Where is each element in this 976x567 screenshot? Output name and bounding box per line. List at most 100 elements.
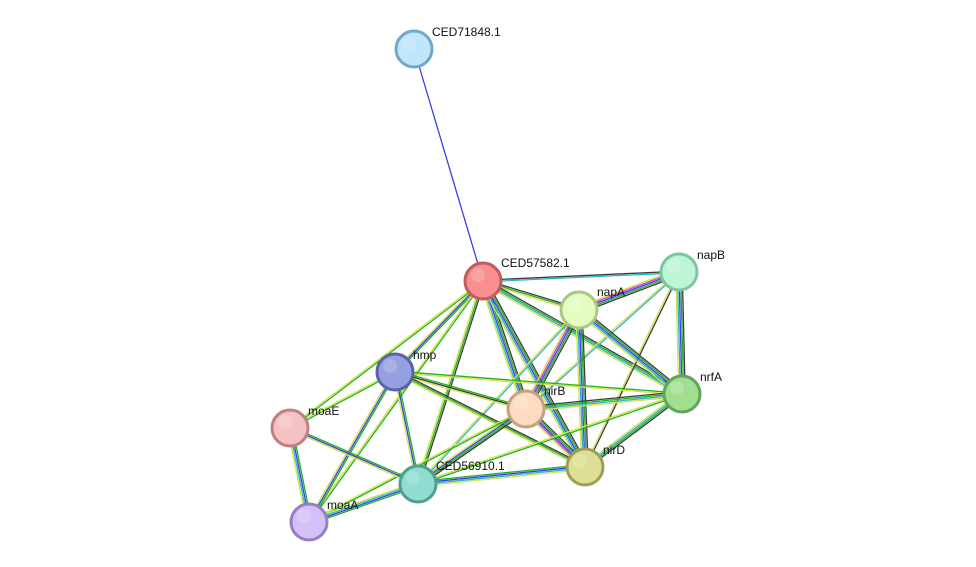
node-ced56910[interactable]: CED56910.1 [398,459,505,504]
edge-line [394,371,527,410]
edge-line [308,371,396,523]
edge-moae-ced56910[interactable] [289,425,419,487]
edge-line [525,392,682,409]
edge-line [586,395,684,470]
edge-hmp-nird[interactable] [393,369,587,470]
edge-napb-nrfa[interactable] [675,271,686,395]
edge-line [418,467,586,486]
edge-ced57582-nirb[interactable] [479,279,530,411]
edge-napa-nrfa[interactable] [576,307,685,397]
node-highlight [670,381,684,395]
edge-ced57582-nird[interactable] [479,279,589,469]
edge-line [394,372,682,396]
edge-nirb-nrfa[interactable] [525,390,683,413]
edge-line [307,280,483,522]
edge-line [576,311,681,397]
edge-line [289,279,483,428]
edge-napa-nird[interactable] [575,309,589,468]
edge-ced57582-ced56910[interactable] [415,280,486,485]
node-ced71848[interactable]: CED71848.1 [394,25,501,69]
edge-line [675,272,680,395]
edge-ced57582-napb[interactable] [482,270,680,283]
edge-nrfa-nird[interactable] [583,391,684,470]
edge-line [417,465,585,484]
edge-line [481,281,585,469]
edge-nrfa-ced56910[interactable] [417,392,683,486]
node-circle[interactable] [559,290,599,330]
edge-line [480,281,526,410]
node-circle[interactable] [463,261,503,301]
edge-line [309,372,397,524]
node-circle[interactable] [270,408,310,448]
edge-hmp-nirb[interactable] [394,369,527,412]
node-highlight [514,396,528,410]
edge-napa-ced56910[interactable] [416,309,581,485]
edge-hmp-nrfa[interactable] [394,370,683,396]
edge-line [290,425,419,484]
edge-line [393,279,483,372]
edge-line [418,394,683,486]
edge-ced56910-nird[interactable] [417,463,586,488]
edge-line [418,310,581,485]
node-circle[interactable] [375,352,415,392]
node-circle[interactable] [398,464,438,504]
edge-hmp-moae[interactable] [289,370,396,430]
node-label: moaA [327,498,358,512]
node-label: moaE [308,404,339,418]
edge-line [289,428,418,487]
node-napb[interactable]: napB [659,248,725,292]
node-label: CED71848.1 [432,25,501,39]
node-circle[interactable] [659,252,699,292]
edge-line [583,391,681,466]
edge-line [485,279,530,409]
edge-line [417,407,526,484]
node-ced57582[interactable]: CED57582.1 [463,256,570,301]
node-label: hmp [413,348,437,362]
node-moaa[interactable]: moaA [289,498,358,542]
node-label: nirB [544,384,565,398]
node-highlight [573,454,587,468]
edge-line [681,271,686,394]
edge-line [578,309,683,395]
edge-line [307,370,395,522]
edge-line [416,309,579,484]
edge-line [483,280,529,409]
edge-line [482,280,586,468]
edge-line [576,310,585,468]
edge-ced71848-ced57582[interactable] [413,48,484,282]
edge-ced57582-moaa[interactable] [307,280,485,523]
edge-line [526,394,683,411]
node-nirb[interactable]: nirB [506,384,565,429]
node-circle[interactable] [662,374,702,414]
edge-line [395,369,587,467]
node-circle[interactable] [394,29,434,69]
node-highlight [402,36,416,50]
edge-line [581,309,589,467]
edge-line [578,309,586,468]
edge-line [418,281,486,485]
node-label: CED57582.1 [501,256,570,270]
node-circle[interactable] [289,502,329,542]
edge-hmp-moaa[interactable] [307,370,397,524]
edge-napb-nirb[interactable] [525,270,680,411]
node-moae[interactable]: moaE [270,404,339,448]
edge-line [309,281,485,523]
edge-line [394,280,484,373]
node-napa[interactable]: napA [559,285,625,330]
node-circle[interactable] [565,447,605,487]
node-label: napA [597,285,625,299]
node-hmp[interactable]: hmp [375,348,437,392]
edge-line [678,271,683,395]
node-nrfa[interactable]: nrfA [662,370,722,414]
edge-line [526,395,683,413]
node-circle[interactable] [506,389,546,429]
edge-line [479,282,583,469]
node-nird[interactable]: nirD [565,443,625,487]
edge-line [579,309,588,467]
edge-line [418,410,528,487]
edge-napb-nird[interactable] [583,271,681,468]
edge-line [479,281,524,411]
edge-line [394,372,526,412]
